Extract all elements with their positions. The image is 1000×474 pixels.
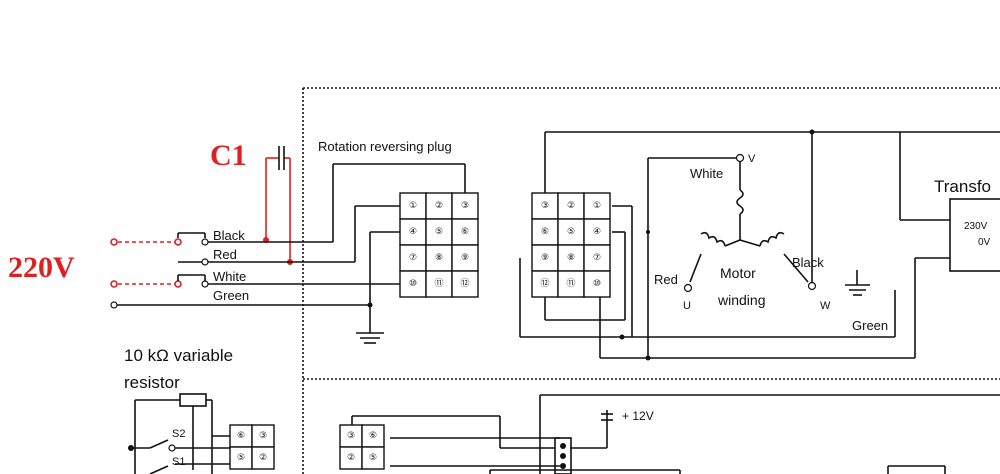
plug-pin-number: ⑪ [434,278,443,289]
plug-cell [399,244,427,272]
plug-pin-number: ⑩ [593,279,601,289]
plug-cell [251,446,275,470]
plug-pin-number: ⑥ [237,431,245,441]
plug-pin-number: ⑦ [409,253,417,263]
plug-pin-number: ⑥ [541,227,549,237]
plug-pin-number: ② [259,453,267,463]
plug-pin-number: ⑥ [369,431,377,441]
plug-pin-number: ② [567,201,575,211]
voltage-label: 220V [8,251,75,284]
plug-pin-number: ② [347,453,355,463]
input-wires [110,163,466,344]
motor-w-label: W [820,300,831,312]
transformer-box [949,198,1000,272]
motor-label: Motor [720,265,756,281]
plug-pin-number: ⑩ [409,279,417,289]
plug-cell [583,218,611,246]
plug-pin-number: ⑧ [435,253,443,263]
motor-plug-grid: ③ ② ① ⑥ ⑤ ④ ⑨ ⑧ ⑦ ⑫ ⑪ ⑩ [531,192,611,298]
wire-label-white: White [213,269,246,284]
plug-pin-number: ③ [541,201,549,211]
coil-w [759,231,785,247]
plug-pin-number: ⑨ [461,253,469,263]
plug-cell [399,218,427,246]
control-plug-a: ⑥ ③ ⑤ ② [229,424,275,470]
variable-resistor-label-2: resistor [124,373,180,392]
control-wiring [351,394,1000,474]
plug-pin-number: ⑦ [593,253,601,263]
s1-label: S1 [172,456,185,468]
transformer-label: Transfo [934,177,991,196]
rotation-plug-label: Rotation reversing plug [318,139,452,154]
plug-pin-number: ③ [461,201,469,211]
terminal-v [735,153,745,163]
plus12-label: + 12V [622,409,654,423]
c1-capacitor [263,146,293,265]
motor-wiring [519,129,1000,361]
c1-label: C1 [210,139,247,172]
plug-pin-number: ⑨ [541,253,549,263]
motor-v-label: V [748,153,756,165]
supply-leads [110,238,182,288]
plug-cell [531,192,559,220]
plug-pin-number: ⑪ [566,278,575,289]
wire-label-black: Black [213,228,245,243]
motor-white-label: White [690,166,723,181]
variable-resistor-label-1: 10 kΩ variable [124,346,233,365]
plug-cell [557,218,585,246]
plug-cell [361,446,385,470]
motor-black-label: Black [792,255,824,270]
motor-green-label: Green [852,318,888,333]
motor-winding [683,153,817,293]
plug-pin-number: ⑤ [435,227,443,237]
plug-pin-number: ② [435,201,443,211]
plug-pin-number: ④ [593,227,601,237]
plug-cell [451,192,479,220]
plug-pin-number: ⑧ [567,253,575,263]
plug-pin-number: ⑤ [567,227,575,237]
plug-cell [583,270,611,298]
plug-cell [557,270,585,298]
plug-pin-number: ① [593,201,601,211]
plug-pin-number: ⑤ [369,453,377,463]
motor-red-label: Red [654,272,678,287]
transformer-230v: 230V [964,221,988,232]
plug-pin-number: ③ [259,431,267,441]
plug-cell [557,244,585,272]
transformer-0v: 0V [978,237,991,248]
terminal-w [807,281,817,291]
s2-label: S2 [172,428,185,440]
plug-cell [451,218,479,246]
plug-pin-number: ① [409,201,417,211]
coil-v [736,189,744,215]
wire-label-green: Green [213,288,249,303]
variable-resistor [128,393,230,474]
plug-pin-number: ⑫ [540,278,549,289]
plug-pin-number: ③ [347,431,355,441]
plug-cell [583,192,611,220]
control-plug-b: ③ ⑥ ② ⑤ [339,424,385,470]
rotation-plug-grid: ① ② ③ ④ ⑤ ⑥ ⑦ ⑧ ⑨ ⑩ ⑪ ⑫ [399,192,479,298]
motor-u-label: U [683,300,691,312]
plug-cell [425,192,453,220]
wire-label-red: Red [213,247,237,262]
plug-pin-number: ⑫ [460,278,469,289]
coil-u [700,231,726,247]
winding-label: winding [717,292,765,308]
plug-cell [557,192,585,220]
plug-cell [451,270,479,298]
terminal-u [683,283,693,293]
plug-pin-number: ⑤ [237,453,245,463]
plug-pin-number: ⑥ [461,227,469,237]
plug-pin-number: ④ [409,227,417,237]
